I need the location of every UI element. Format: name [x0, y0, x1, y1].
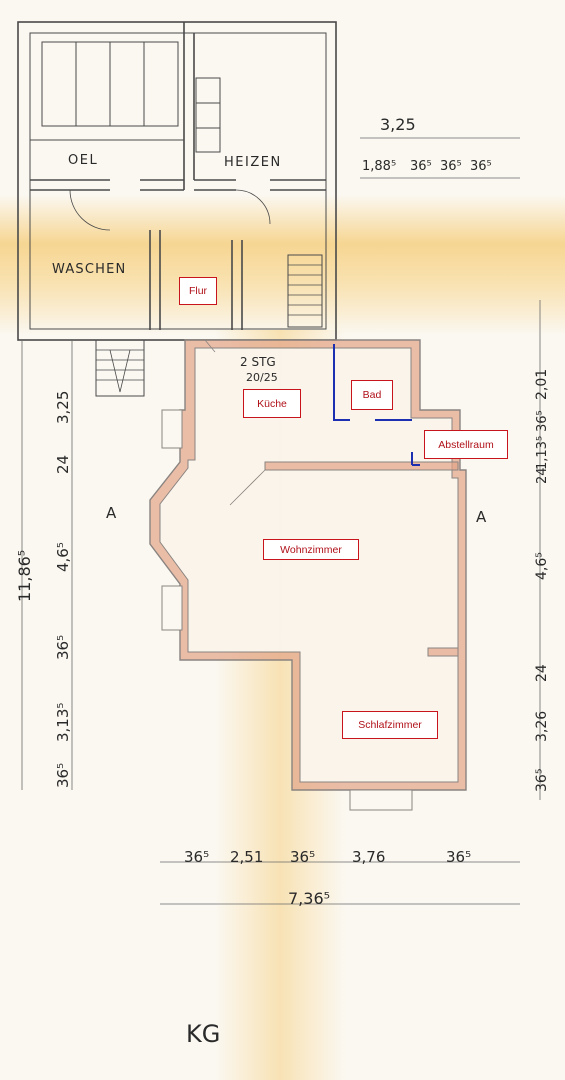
room-label-heizen: HEIZEN	[224, 155, 282, 170]
dim-right-3: 1,13⁵	[535, 436, 550, 470]
floor-label: KG	[186, 1020, 220, 1048]
dim-right-6: 24	[534, 664, 550, 682]
dim-right-7: 3,26	[534, 711, 550, 742]
dim-left-1: 3,25	[54, 391, 72, 424]
room-label-bad: Bad	[351, 380, 393, 410]
dim-top-1: 1,88⁵	[362, 159, 396, 174]
room-label-waschen: WASCHEN	[52, 262, 126, 277]
dim-right-4: 24	[535, 467, 550, 484]
dim-left-6: 36⁵	[54, 763, 72, 788]
dim-bottom-3: 36⁵	[290, 848, 315, 866]
section-mark-left: A	[106, 504, 117, 522]
dim-right-2: 36⁵	[535, 410, 550, 432]
room-label-flur: Flur	[179, 277, 217, 305]
room-label-abstellraum: Abstellraum	[424, 430, 508, 459]
room-label-kueche: Küche	[243, 389, 301, 418]
stamp-line-1: 2 STG	[240, 355, 276, 369]
dim-bottom-5: 36⁵	[446, 848, 471, 866]
upper-walls	[17, 21, 337, 397]
section-mark-right: A	[476, 508, 487, 526]
dim-right-5: 4,6⁵	[534, 552, 550, 580]
room-label-oel: OEL	[68, 153, 98, 168]
dim-left-4: 36⁵	[54, 635, 72, 660]
dim-right-8: 36⁵	[534, 769, 550, 792]
dim-top-2: 36⁵	[410, 159, 432, 174]
room-label-wohnzimmer: Wohnzimmer	[263, 539, 359, 560]
dim-left-2: 24	[54, 455, 72, 474]
dim-bottom-2: 2,51	[230, 848, 263, 866]
dim-top-4: 36⁵	[470, 159, 492, 174]
dim-left-3: 4,6⁵	[54, 542, 72, 572]
dim-bottom-4: 3,76	[352, 848, 385, 866]
apartment-walls	[149, 339, 467, 811]
dimension-lines	[21, 137, 541, 905]
dim-left-total: 11,86⁵	[15, 550, 34, 602]
bad-outline	[333, 344, 420, 466]
dim-left-5: 3,13⁵	[54, 703, 72, 742]
room-label-schlafzimmer: Schlafzimmer	[342, 711, 438, 739]
stamp-line-2: 20/25	[246, 371, 278, 384]
dim-top-3: 36⁵	[440, 159, 462, 174]
dim-bottom-1: 36⁵	[184, 848, 209, 866]
dim-bottom-total: 7,36⁵	[288, 889, 330, 908]
dim-top-total: 3,25	[380, 115, 416, 134]
dim-right-1: 2,01	[534, 369, 550, 400]
